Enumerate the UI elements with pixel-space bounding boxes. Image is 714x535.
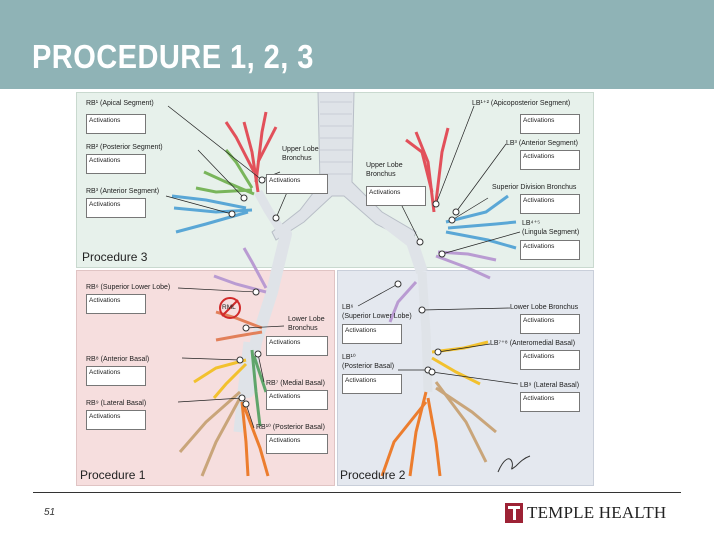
activations-box-rb8[interactable]: Activations xyxy=(86,366,146,386)
artist-signature xyxy=(497,455,531,473)
page-number: 51 xyxy=(44,507,56,518)
procedure-1-label: Procedure 1 xyxy=(80,468,146,482)
label-lul-bronchus-line1: Upper Lobe xyxy=(366,162,403,169)
activations-box-lll[interactable]: Activations xyxy=(520,314,580,334)
procedure-3-label: Procedure 3 xyxy=(82,250,148,264)
label-lb6-line1: LB⁶ xyxy=(342,304,354,311)
activations-box-rb3[interactable]: Activations xyxy=(86,198,146,218)
activations-box-lb10[interactable]: Activations xyxy=(342,374,402,394)
logo-text: TEMPLE HEALTH xyxy=(527,503,667,522)
activations-box-rb2[interactable]: Activations xyxy=(86,154,146,174)
label-lb10-line2: (Posterior Basal) xyxy=(342,363,395,370)
label-rb8: RB⁸ (Anterior Basal) xyxy=(86,356,150,363)
label-rb1: RB¹ (Apical Segment) xyxy=(86,100,154,107)
label-lb45-line1: LB⁴⁺⁵ xyxy=(522,220,541,227)
activations-box-lb6[interactable]: Activations xyxy=(342,324,402,344)
label-rb3: RB³ (Anterior Segment) xyxy=(86,188,160,195)
label-rb7: RB⁷ (Medial Basal) xyxy=(266,380,325,387)
label-lb9: LB⁹ (Lateral Basal) xyxy=(520,382,580,389)
activations-box-superior-division[interactable]: Activations xyxy=(520,194,580,214)
label-lb12: LB¹⁺² (Apicoposterior Segment) xyxy=(472,100,571,107)
page-title: PROCEDURE 1, 2, 3 xyxy=(32,38,314,75)
temple-logo-icon xyxy=(505,503,523,523)
label-superior-division: Superior Division Bronchus xyxy=(492,184,577,191)
activations-box-rul[interactable]: Activations xyxy=(266,174,328,194)
activations-box-rb7[interactable]: Activations xyxy=(266,390,328,410)
label-lb6-line2: (Superior Lower Lobe) xyxy=(342,313,412,320)
bronchial-tree-illustration xyxy=(165,92,521,477)
procedure-2-label: Procedure 2 xyxy=(340,468,406,482)
footer-divider xyxy=(33,492,681,493)
label-rb10: RB¹⁰ (Posterior Basal) xyxy=(256,424,325,431)
label-rb2: RB² (Posterior Segment) xyxy=(86,144,163,151)
rml-circle-marker xyxy=(219,297,241,319)
header-bar: PROCEDURE 1, 2, 3 xyxy=(0,0,714,89)
activations-box-rll[interactable]: Activations xyxy=(266,336,328,356)
label-lul-bronchus-line2: Bronchus xyxy=(366,171,396,178)
label-lb3: LB³ (Anterior Segment) xyxy=(506,140,578,147)
label-lb78: LB⁷⁺⁸ (Anteromedial Basal) xyxy=(490,340,576,347)
label-rml: RML xyxy=(222,304,236,311)
label-rul-bronchus-line2: Bronchus xyxy=(282,155,312,162)
activations-box-rb1[interactable]: Activations xyxy=(86,114,146,134)
bronchial-tree-figure: RB¹ (Apical Segment) Activations RB² (Po… xyxy=(76,92,594,486)
activations-box-lb12[interactable]: Activations xyxy=(520,114,580,134)
activations-box-rb6[interactable]: Activations xyxy=(86,294,146,314)
activations-box-lb9[interactable]: Activations xyxy=(520,392,580,412)
label-lb45-line2: (Lingula Segment) xyxy=(522,229,580,236)
label-lb10-line1: LB¹⁰ xyxy=(342,354,356,361)
activations-box-lb3[interactable]: Activations xyxy=(520,150,580,170)
activations-box-lul[interactable]: Activations xyxy=(366,186,426,206)
temple-health-logo: TEMPLE HEALTH xyxy=(505,503,666,523)
activations-box-lb45[interactable]: Activations xyxy=(520,240,580,260)
activations-box-lb78[interactable]: Activations xyxy=(520,350,580,370)
label-rb6: RB⁶ (Superior Lower Lobe) xyxy=(86,284,171,291)
label-rll-bronchus-line1: Lower Lobe xyxy=(288,316,325,323)
label-rul-bronchus-line1: Upper Lobe xyxy=(282,146,319,153)
label-rb9: RB⁹ (Lateral Basal) xyxy=(86,400,147,407)
label-lll-bronchus: Lower Lobe Bronchus xyxy=(510,304,579,311)
activations-box-rb9[interactable]: Activations xyxy=(86,410,146,430)
label-rll-bronchus-line2: Bronchus xyxy=(288,325,318,332)
activations-box-rb10[interactable]: Activations xyxy=(266,434,328,454)
